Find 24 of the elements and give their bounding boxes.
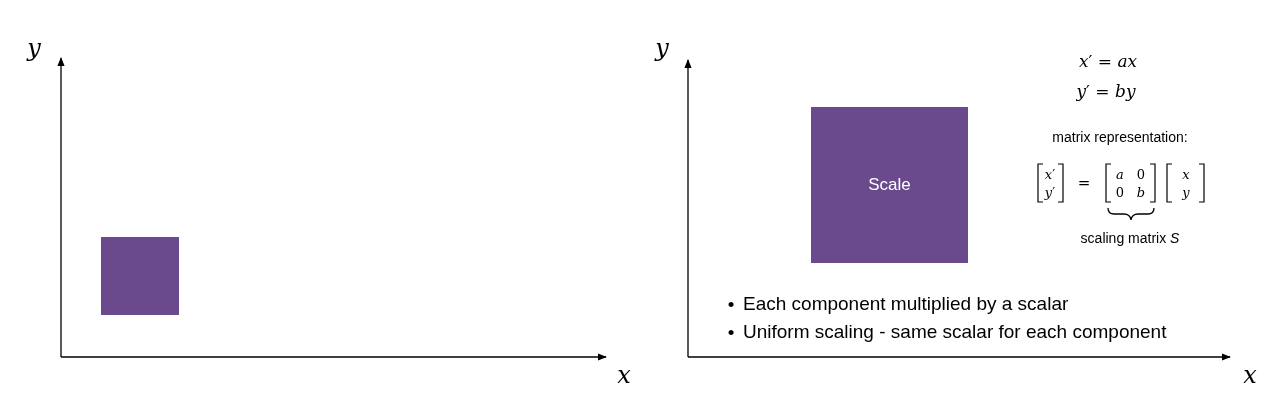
- axis-label: y: [27, 36, 41, 60]
- bullet-mark: •: [727, 294, 735, 314]
- equals-sign: =: [1077, 175, 1091, 191]
- filled-square: [101, 237, 179, 315]
- matrix-entry: 0: [1136, 167, 1146, 181]
- matrix-entry: b: [1136, 185, 1146, 199]
- matrix-entry: x′: [1044, 167, 1056, 181]
- axis-label: x: [617, 363, 631, 387]
- matrix-entry: 0: [1115, 185, 1125, 199]
- equation: x′ = ax: [1078, 52, 1138, 70]
- matrix-entry: x: [1182, 167, 1190, 181]
- equation: y′ = by: [1076, 82, 1136, 100]
- bullet-mark: •: [727, 322, 735, 342]
- bullet-point: Each component multiplied by a scalar: [743, 292, 1070, 316]
- matrix-caption: matrix representation:: [1052, 130, 1188, 144]
- matrix-entry: y: [1182, 185, 1190, 199]
- node-label: Scale: [868, 175, 911, 195]
- matrix-entry: a: [1116, 167, 1124, 181]
- axis-label: x: [1243, 363, 1257, 387]
- axis-label: y: [655, 36, 669, 60]
- matrix-caption: scaling matrix S: [1080, 231, 1180, 245]
- bullet-point: Uniform scaling - same scalar for each component: [743, 320, 1167, 344]
- matrix-entry: y′: [1044, 185, 1056, 199]
- filled-square: [811, 107, 968, 263]
